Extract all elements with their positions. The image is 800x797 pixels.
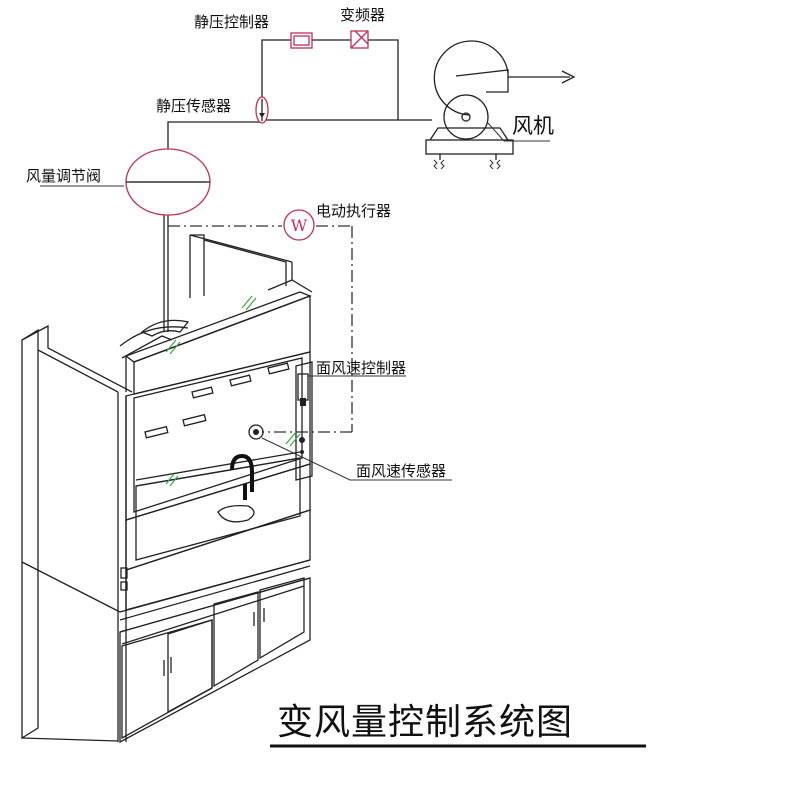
label-static-pressure-sensor: 静压传感器 xyxy=(156,97,231,115)
air-volume-damper xyxy=(125,148,211,216)
fan-icon xyxy=(425,40,576,170)
glass-marks xyxy=(165,295,301,487)
actuator-symbol-letter: W xyxy=(291,216,308,235)
actuator-signal-line xyxy=(168,225,353,433)
static-pressure-sensor xyxy=(255,96,269,124)
label-static-pressure-controller: 静压控制器 xyxy=(194,13,269,31)
static-pressure-controller xyxy=(290,32,313,49)
label-vfd: 变频器 xyxy=(340,6,385,24)
control-wiring xyxy=(163,39,432,318)
diagram-title: 变风量控制系统图 xyxy=(277,702,573,743)
vfd-symbol xyxy=(350,30,369,49)
label-fan: 风机 xyxy=(512,114,554,138)
label-face-velocity-sensor: 面风速传感器 xyxy=(356,462,446,480)
face-velocity-sensor xyxy=(248,424,264,440)
louvres-upper xyxy=(144,362,290,439)
label-electric-actuator: 电动执行器 xyxy=(316,202,391,220)
electric-actuator: W xyxy=(283,209,315,241)
label-air-volume-damper: 风量调节阀 xyxy=(26,167,101,185)
label-face-velocity-controller: 面风速控制器 xyxy=(316,359,406,377)
leader-lines xyxy=(40,185,452,481)
fume-hood xyxy=(21,234,313,744)
